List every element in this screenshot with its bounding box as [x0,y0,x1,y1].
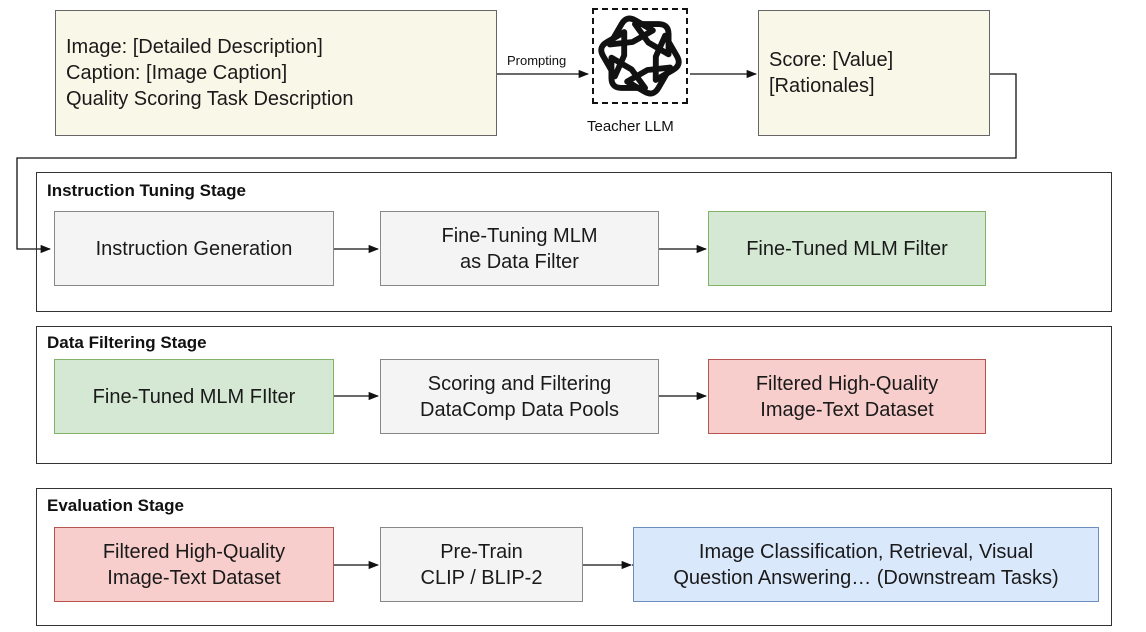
pretrain-box: Pre-Train CLIP / BLIP-2 [380,527,583,602]
input-line-image: Image: [Detailed Description] [66,36,323,58]
filter-model-box: Fine-Tuned MLM FIlter [54,359,334,434]
fine-tuned-filter-box: Fine-Tuned MLM Filter [708,211,986,286]
input-line-caption: Caption: [Image Caption] [66,62,288,84]
filtered-dataset-box: Filtered High-Quality Image-Text Dataset [708,359,986,434]
score-output-box: Score: [Value] [Rationales] [758,10,990,136]
arrow-output-to-instruction [16,73,1017,254]
eval-dataset-box: Filtered High-Quality Image-Text Dataset [54,527,334,602]
teacher-llm-label: Teacher LLM [587,118,674,135]
openai-logo-icon [598,14,682,98]
downstream-tasks-box: Image Classification, Retrieval, Visual … [633,527,1099,602]
prompting-label: Prompting [507,53,567,68]
input-line-task: Quality Scoring Task Description [66,88,354,110]
output-line-score: Score: [Value] [769,49,894,71]
evaluation-stage [36,488,1112,626]
evaluation-stage-title: Evaluation Stage [47,496,184,515]
teacher-llm-icon [592,8,688,104]
output-line-rationales: [Rationales] [769,75,875,97]
scoring-filtering-box: Scoring and Filtering DataComp Data Pool… [380,359,659,434]
fine-tuning-box: Fine-Tuning MLM as Data Filter [380,211,659,286]
data-filtering-stage [36,326,1112,464]
instruction-tuning-stage [36,172,1112,312]
instruction-stage-title: Instruction Tuning Stage [47,181,246,200]
filtering-stage-title: Data Filtering Stage [47,333,207,352]
prompt-input-box: Image: [Detailed Description] Caption: [… [55,10,497,136]
instruction-generation-box: Instruction Generation [54,211,334,286]
